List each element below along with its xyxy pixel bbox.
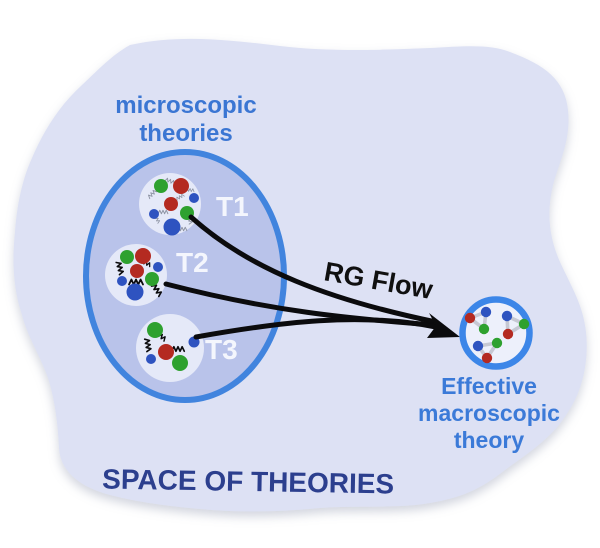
node-dot-green [478,323,490,335]
flow-arrow-t1 [188,214,439,325]
particle-dot-red [135,248,151,264]
particle-dot-red [130,264,144,278]
particle-dot-blue [153,262,163,272]
particle-dot-blue [126,283,144,301]
node-dot-red [464,312,476,324]
effective-theory-label-line2: macroscopic [418,400,560,426]
theory-t2-label: T2 [176,247,209,278]
theory-t3 [136,314,204,382]
flow-arrow-t3 [193,317,439,340]
particle-dot-red [173,178,189,194]
effective-theory [459,296,533,370]
space-of-theories-label: SPACE OF THEORIES [102,463,394,499]
rg-flow-arrows [163,214,460,340]
particle-dot-blue [146,354,156,364]
effective-theory-label-line3: theory [454,427,525,453]
microscopic-theories-label-line2: theories [139,120,232,147]
theory-t3-label: T3 [205,334,238,365]
particle-dot-green [172,355,188,371]
particle-dot-green [154,179,168,193]
particle-dot-blue [163,218,181,236]
node-dot-red [481,352,493,364]
node-connector [466,309,489,333]
node-dot-blue [472,340,484,352]
particle-dot-blue [117,276,127,286]
particle-dot-green [120,250,134,264]
particle-dot-blue [189,193,199,203]
node-dot-green [518,318,530,330]
effective-theory-label-line1: Effective [441,373,537,399]
particle-dot-red [158,344,174,360]
node-connector [474,340,501,362]
particle-dot-blue [149,209,159,219]
particle-dot-green [145,272,159,286]
node-dot-green [491,337,503,349]
effective-theory-circle [459,296,533,370]
flow-arrowhead [427,313,460,338]
theory-t1 [139,173,201,236]
node-dot-red [502,328,514,340]
theory-t1-label: T1 [216,191,249,222]
particle-dot-green [147,322,163,338]
theory-t2 [105,244,167,306]
node-dot-blue [480,306,492,318]
particle-dot-red [164,197,178,211]
microscopic-theories-label-line1: microscopic [115,92,256,119]
node-connector [505,313,528,338]
node-dot-blue [501,310,513,322]
